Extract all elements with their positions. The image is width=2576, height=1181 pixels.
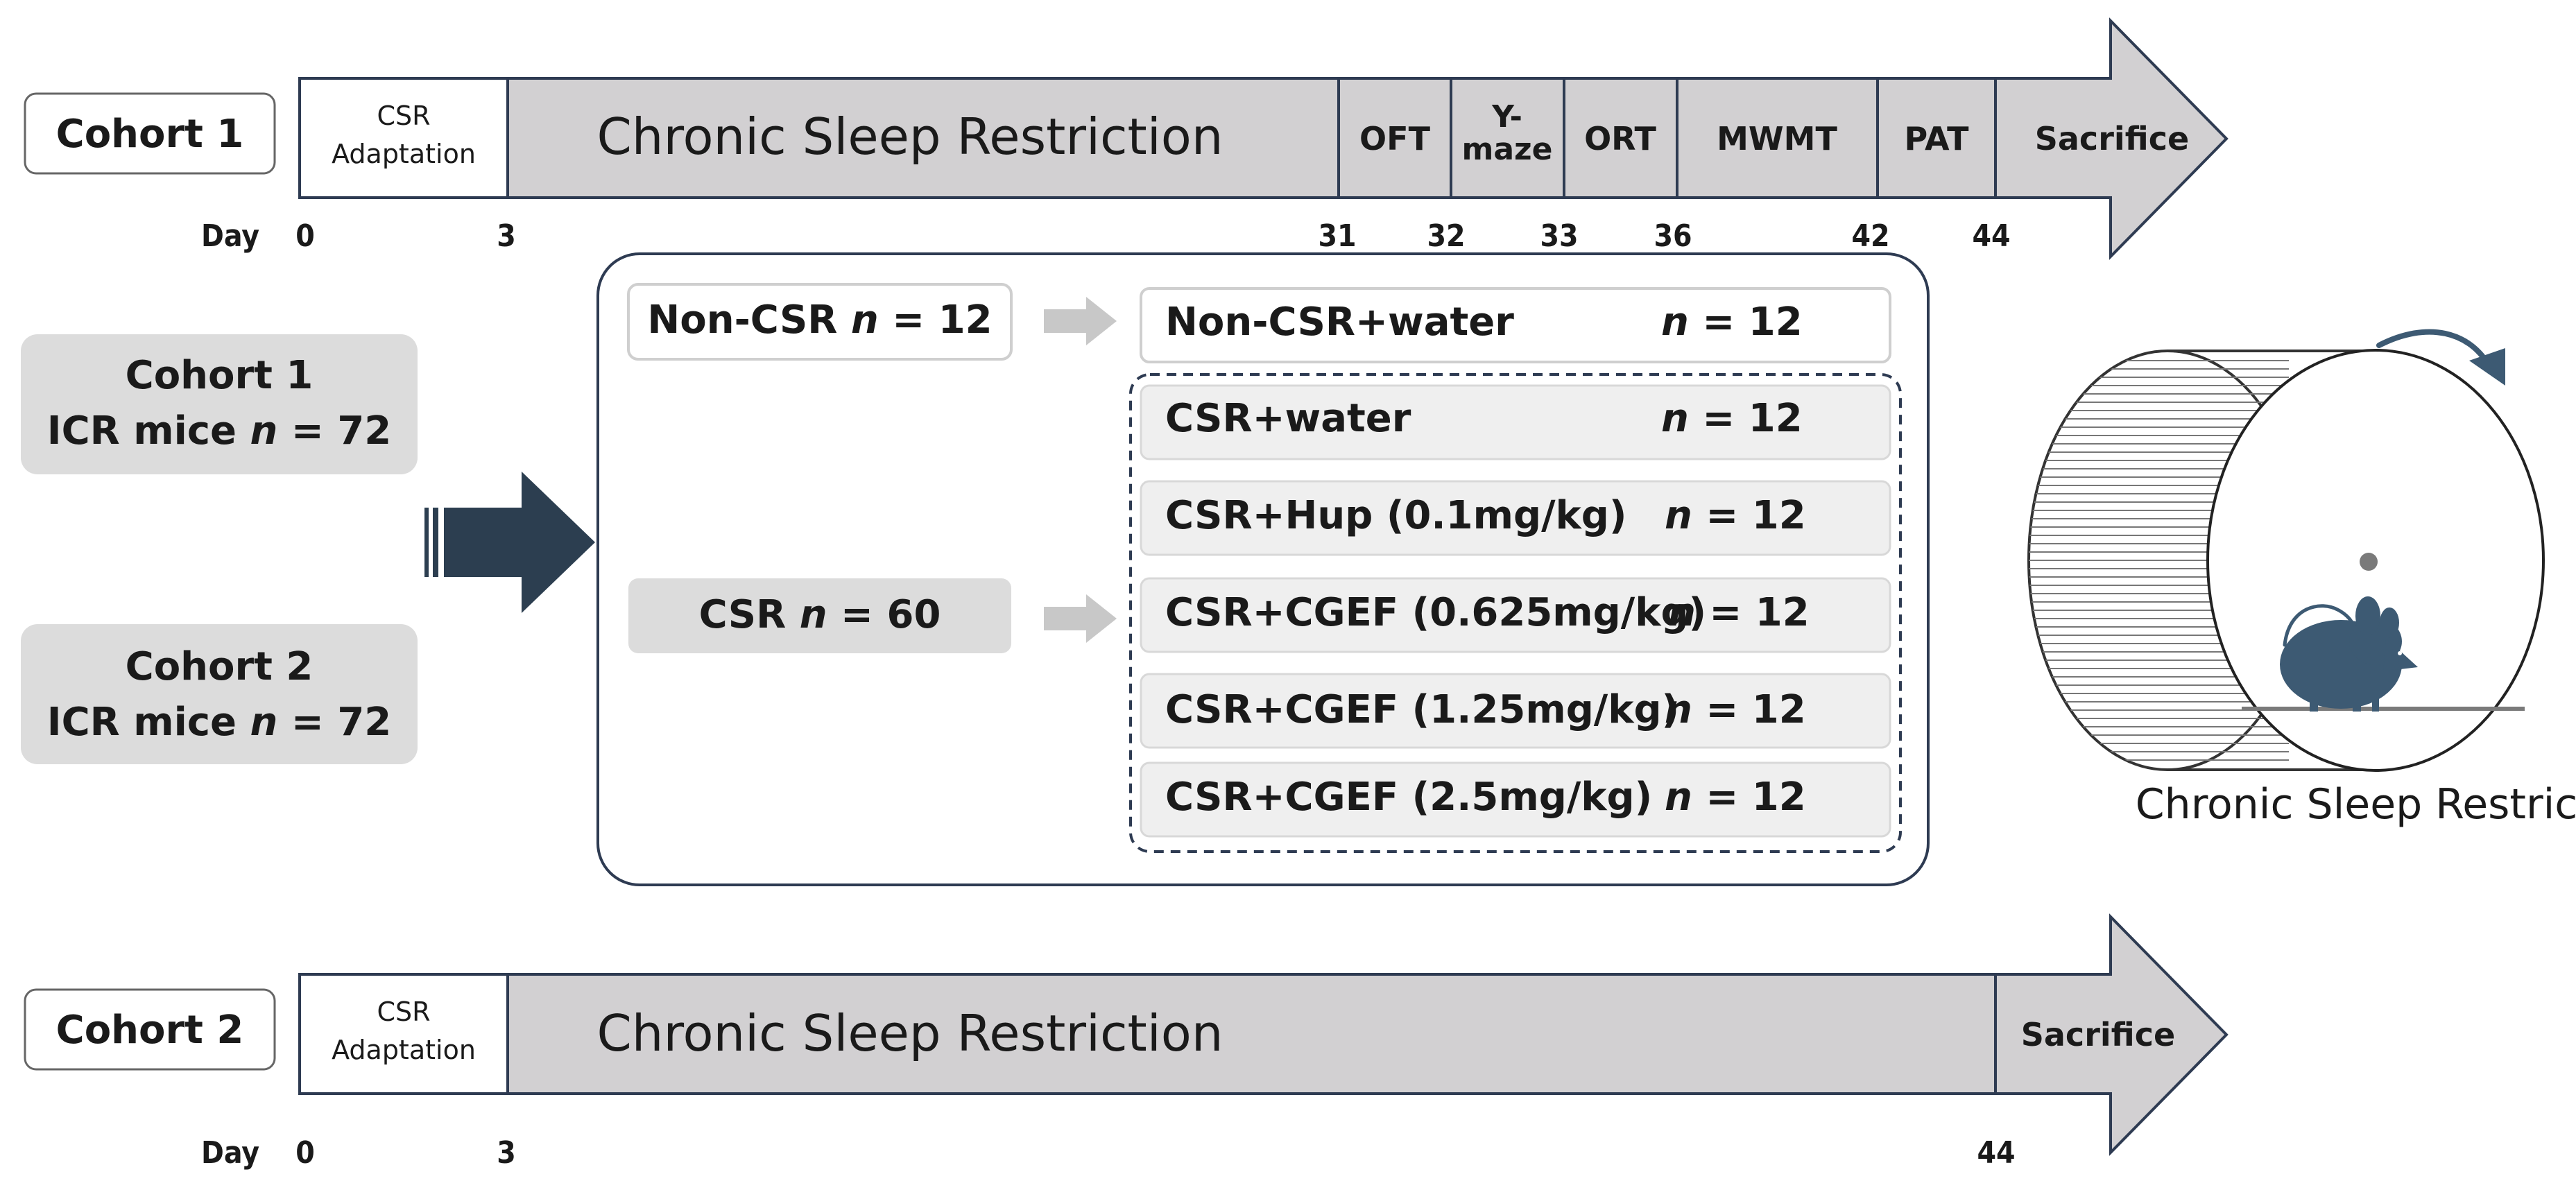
subgroup-row: CSR+CGEF (2.5mg/kg) n = 12 <box>1140 761 1891 838</box>
day-tick-32: 32 <box>1427 218 1465 254</box>
subgroup-row: CSR+Hup (0.1mg/kg) n = 12 <box>1140 480 1891 556</box>
subgroup-label: CSR+CGEF (1.25mg/kg) <box>1165 687 1679 732</box>
rotation-arrowhead-icon <box>2469 348 2505 386</box>
adaptation-label-line1: CSR <box>377 997 430 1027</box>
timeline-cohort-label-box <box>24 92 276 175</box>
day-tick-33: 33 <box>1540 218 1578 254</box>
day-tick-42: 42 <box>1851 218 1889 254</box>
csr-arrow <box>1044 594 1117 643</box>
subgroup-label: CSR+Hup (0.1mg/kg) <box>1165 493 1626 538</box>
noncsr-arrow <box>1044 297 1117 345</box>
day-axis: Day 0 3 44 <box>201 1135 2016 1171</box>
subgroup-count: n = 12 <box>1661 300 1803 345</box>
day-tick-3: 3 <box>497 1135 516 1171</box>
day-tick-0: 0 <box>295 218 315 254</box>
csr-group-box <box>628 578 1011 653</box>
adaptation-label-line1: CSR <box>377 101 430 131</box>
timeline-arrow <box>298 17 2229 260</box>
cohort-2-title: Cohort 2 <box>126 644 314 689</box>
subgroup-label: Non-CSR+water <box>1165 300 1514 345</box>
subgroup-row: CSR+water n = 12 <box>1140 384 1891 460</box>
csr-phase-label: Chronic Sleep Restriction <box>597 1004 1223 1062</box>
test-pat: PAT <box>1905 120 1970 157</box>
adaptation-box <box>298 77 509 199</box>
wheel-caption: Chronic Sleep Restriction <box>2136 780 2576 829</box>
cohort-1-box: Cohort 1 ICR mice n = 72 <box>21 334 418 474</box>
subgroup-count: n = 12 <box>1661 396 1803 441</box>
mouse-icon <box>2280 596 2418 712</box>
sacrifice-label: Sacrifice <box>2035 120 2189 157</box>
day-tick-36: 36 <box>1654 218 1692 254</box>
cohort-2-mice: ICR mice n = 72 <box>47 700 392 745</box>
subgroup-count: n = 12 <box>1665 493 1806 538</box>
subgroup-label: CSR+CGEF (0.625mg/kg) <box>1165 590 1706 635</box>
test-dividers <box>1337 78 1997 198</box>
timeline-cohort-1: Cohort 1 CSR Adaptation Chronic Sleep Re… <box>24 17 2229 260</box>
subgroup-count: n = 12 <box>1665 687 1806 732</box>
csr-phase-label: Chronic Sleep Restriction <box>597 107 1223 166</box>
rotation-arrow-icon <box>2376 329 2493 370</box>
subgroup-label: CSR+water <box>1165 396 1411 441</box>
test-ort: ORT <box>1584 120 1656 157</box>
subgroup-row: Non-CSR+water n = 12 <box>1140 287 1891 363</box>
subgroup-row: CSR+CGEF (1.25mg/kg) n = 12 <box>1140 673 1891 749</box>
subgroup-label: CSR+CGEF (2.5mg/kg) <box>1165 775 1652 820</box>
day-tick-31: 31 <box>1318 218 1356 254</box>
big-right-arrow <box>424 472 595 613</box>
day-tick-3: 3 <box>497 218 516 254</box>
day-tick-0: 0 <box>295 1135 315 1171</box>
cohort-1-title: Cohort 1 <box>126 353 314 398</box>
wheel-axle <box>2360 553 2378 571</box>
timeline-cohort-label: Cohort 1 <box>56 112 244 157</box>
sacrifice-label: Sacrifice <box>2021 1016 2175 1053</box>
timeline-cohort-2: Cohort 2 CSR Adaptation Chronic Sleep Re… <box>24 913 2229 1171</box>
day-tick-44: 44 <box>1972 218 2010 254</box>
sleep-restriction-wheel-illustration: Chronic Sleep Restriction <box>2027 329 2576 829</box>
subgroup-row: CSR+CGEF (0.625mg/kg) n = 12 <box>1140 577 1891 653</box>
adaptation-box <box>298 973 509 1095</box>
subgroup-count: n = 12 <box>1668 590 1810 635</box>
csr-group-label: CSR n = 60 <box>699 592 941 637</box>
day-label: Day <box>201 1135 259 1171</box>
cohort-2-box: Cohort 2 ICR mice n = 72 <box>21 624 418 764</box>
test-mwmt: MWMT <box>1717 120 1837 157</box>
day-axis: Day 0 3 31 32 33 36 42 44 <box>201 218 2011 254</box>
cohort-1-mice: ICR mice n = 72 <box>47 408 392 454</box>
noncsr-group-label: Non-CSR n = 12 <box>647 298 992 343</box>
timeline-cohort-label-box <box>24 988 276 1071</box>
test-ymaze-line1: Y- <box>1491 99 1522 135</box>
timeline-arrow <box>298 913 2229 1156</box>
noncsr-group-box <box>627 283 1013 361</box>
subgroup-count: n = 12 <box>1665 775 1806 820</box>
day-label: Day <box>201 218 259 254</box>
adaptation-label-line2: Adaptation <box>332 1035 476 1065</box>
test-oft: OFT <box>1359 120 1431 157</box>
test-ymaze-line2: maze <box>1462 132 1553 167</box>
timeline-cohort-label: Cohort 2 <box>56 1008 244 1053</box>
adaptation-label-line2: Adaptation <box>332 139 476 169</box>
day-tick-44: 44 <box>1977 1135 2015 1171</box>
